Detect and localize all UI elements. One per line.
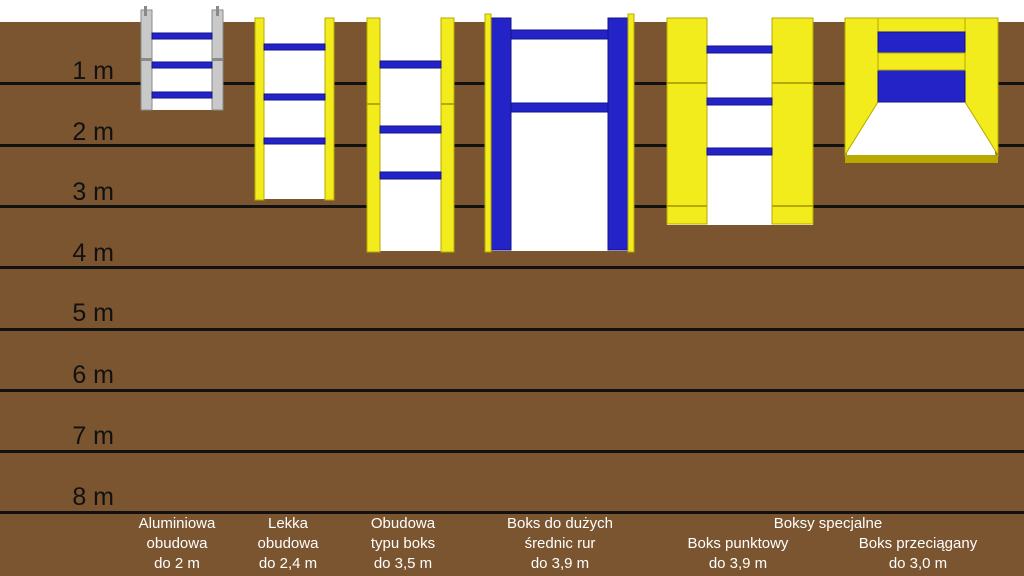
caption-line: Boks do dużych [507, 515, 613, 532]
caption-light-shoring: Lekka obudowa do 2,4 m [238, 514, 338, 574]
caption-point-box: Boks punktowy do 3,9 m [668, 534, 808, 574]
caption-line: do 3,9 m [530, 555, 590, 572]
point-box-illustration [666, 17, 814, 225]
depth-label-1m: 1 m [72, 57, 114, 85]
depth-line [0, 450, 1024, 453]
depth-label-7m: 7 m [72, 422, 114, 450]
caption-line: Boksy specjalne [773, 515, 883, 532]
caption-line: średnic rur [524, 535, 596, 552]
depth-label-8m: 8 m [72, 483, 114, 511]
depth-line [0, 511, 1024, 514]
caption-line: Lekka [267, 515, 309, 532]
box-shoring-illustration [366, 17, 455, 253]
depth-label-6m: 6 m [72, 361, 114, 389]
depth-label-4m: 4 m [72, 239, 114, 267]
depth-label-3m: 3 m [72, 178, 114, 206]
caption-line: do 2,4 m [258, 555, 318, 572]
caption-line: obudowa [257, 535, 319, 552]
depth-line [0, 266, 1024, 269]
depth-line [0, 389, 1024, 392]
light-shoring-illustration [254, 17, 335, 201]
caption-line: typu boks [370, 535, 436, 552]
large-pipe-box-illustration [484, 13, 635, 253]
caption-special-boxes-group: Boksy specjalne [740, 514, 916, 534]
depth-line [0, 328, 1024, 331]
sky-background [0, 0, 1024, 22]
caption-line: do 2 m [154, 555, 200, 572]
caption-line: do 3,9 m [708, 555, 768, 572]
aluminium-shoring-illustration [140, 6, 224, 111]
caption-line: Aluminiowa [138, 515, 216, 532]
caption-box-shoring: Obudowa typu boks do 3,5 m [348, 514, 458, 574]
caption-line: do 3,5 m [373, 555, 433, 572]
depth-label-2m: 2 m [72, 118, 114, 146]
depth-labels: 1 m 2 m 3 m 4 m 5 m 6 m 7 m 8 m [72, 57, 114, 511]
depth-label-5m: 5 m [72, 299, 114, 327]
drag-box-illustration [844, 17, 999, 163]
caption-line: obudowa [146, 535, 208, 552]
caption-large-pipe-box: Boks do dużych średnic rur do 3,9 m [490, 514, 630, 574]
caption-line: Boks przeciągany [858, 535, 978, 552]
caption-line: Obudowa [370, 515, 436, 532]
caption-line: Boks punktowy [687, 535, 789, 552]
caption-line: do 3,0 m [888, 555, 948, 572]
caption-aluminium-shoring: Aluminiowa obudowa do 2 m [117, 514, 237, 574]
caption-drag-box: Boks przeciągany do 3,0 m [840, 534, 996, 574]
